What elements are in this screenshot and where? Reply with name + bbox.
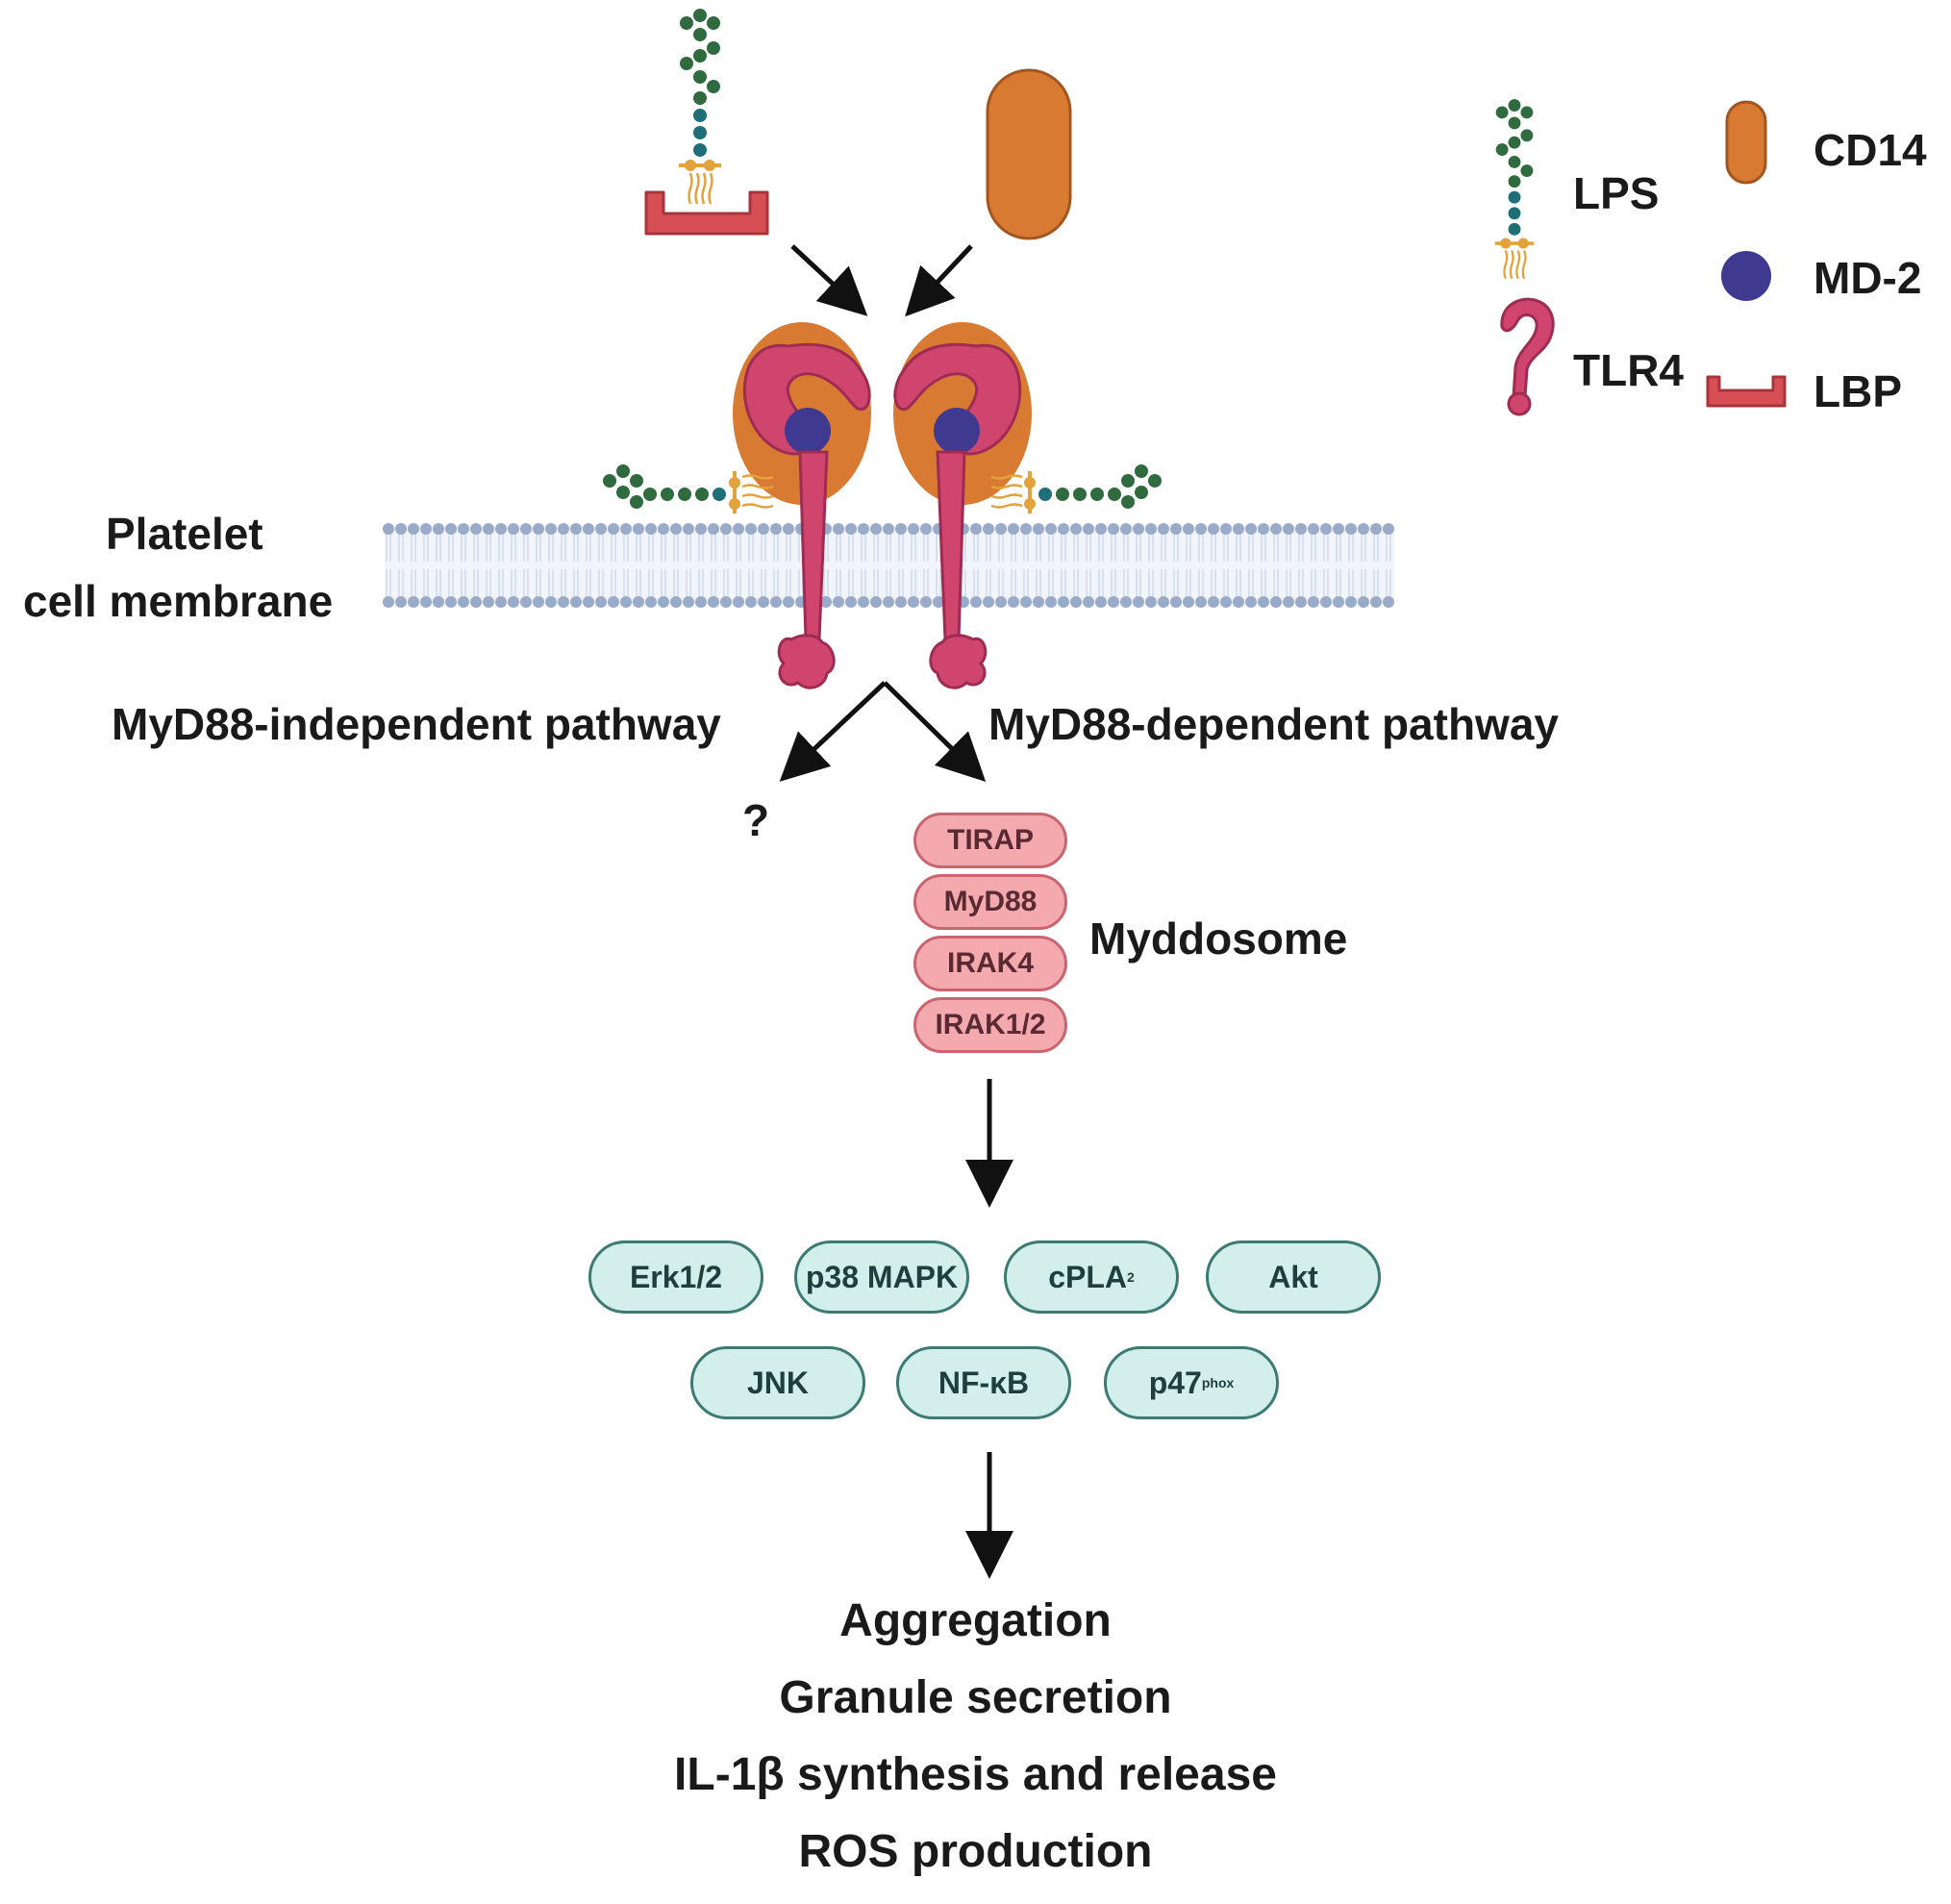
outcome-aggregation: Aggregation [839, 1595, 1112, 1646]
arrow-dependent-pathway [883, 681, 987, 782]
bound-lps-left [603, 464, 774, 514]
free-lbp-icon [644, 190, 769, 236]
p47-superscript: phox [1201, 1375, 1235, 1390]
legend-tlr4-label: TLR4 [1573, 345, 1684, 395]
tlr4-receptor-left [733, 322, 871, 689]
legend-lps-icon [1492, 97, 1537, 281]
legend-lps-label: LPS [1573, 168, 1660, 218]
arrow-independent-pathway [779, 681, 887, 782]
legend-md2-icon [1721, 251, 1771, 301]
free-lps-icon [677, 7, 723, 206]
tlr4-receptor-right [893, 322, 1032, 689]
dependent-pathway-label: MyD88-dependent pathway [988, 699, 1559, 749]
outcome-ros: ROS production [798, 1826, 1153, 1877]
free-cd14-icon [986, 68, 1072, 240]
outcome-granule-secretion: Granule secretion [779, 1672, 1172, 1723]
myddosome-component: TIRAP [913, 813, 1067, 868]
bound-lps-right [990, 464, 1162, 514]
myddosome-component: IRAK4 [913, 936, 1067, 991]
kinase-jnk: JNK [690, 1346, 865, 1419]
cpla2-base: cPLA [1048, 1259, 1127, 1294]
unknown-mark: ? [742, 795, 770, 845]
myddosome-label: Myddosome [1089, 914, 1348, 964]
cpla2-subscript: 2 [1127, 1269, 1135, 1285]
membrane-lipid-heads [383, 523, 1394, 608]
legend-lbp-icon [1706, 375, 1787, 408]
arrow-cd14-to-receptor [905, 244, 973, 317]
myddosome-component: IRAK1/2 [913, 997, 1067, 1053]
kinase-p38-mapk: p38 MAPK [794, 1240, 969, 1314]
legend-md2-label: MD-2 [1813, 253, 1922, 303]
kinase-erk: Erk1/2 [588, 1240, 763, 1314]
p47-base: p47 [1148, 1365, 1202, 1400]
membrane-label-line2: cell membrane [23, 576, 334, 626]
legend-cd14-icon [1725, 100, 1767, 185]
myddosome-component: MyD88 [913, 874, 1067, 930]
factor-nfkb: NF-κB [896, 1346, 1071, 1419]
independent-pathway-label: MyD88-independent pathway [112, 699, 721, 749]
kinase-akt: Akt [1206, 1240, 1381, 1314]
outcome-il1b: IL-1β synthesis and release [674, 1749, 1277, 1800]
legend-tlr4-icon [1500, 297, 1555, 416]
legend-lbp-label: LBP [1813, 366, 1902, 416]
legend-cd14-label: CD14 [1813, 125, 1927, 175]
arrow-lps-to-receptor [790, 244, 868, 316]
membrane-bilayer [383, 523, 1394, 608]
membrane-label-line1: Platelet [106, 509, 263, 559]
